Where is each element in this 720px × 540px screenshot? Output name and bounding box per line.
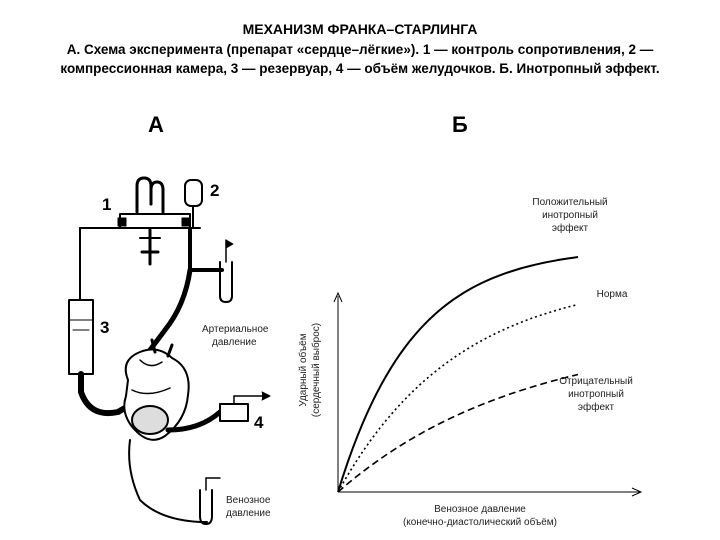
x-axis-label-line1: Венозное давление — [434, 504, 526, 515]
heart — [123, 338, 190, 441]
series-label-positive-line2: инотропный — [542, 210, 598, 221]
x-axis-label-line2: (конечно-диастолический объём) — [403, 516, 557, 528]
label-1: 1 — [102, 195, 111, 214]
arterial-pressure-label-line1: Артериальное — [202, 324, 269, 335]
series-label-group: ПоложительныйинотропныйэффектНормаОтрица… — [532, 197, 632, 413]
series-label-negative-line2: инотропный — [568, 389, 624, 400]
venous-manometer — [128, 439, 221, 525]
curve-negative — [337, 373, 579, 493]
venous-pressure-label-line1: Венозное — [226, 495, 271, 506]
resistance-control — [109, 176, 201, 266]
y-axis-label-line1: Ударный объём — [297, 333, 309, 406]
y-axis-arrow — [333, 291, 343, 303]
series-label-normal-line1: Норма — [597, 289, 628, 300]
series-label-positive-line1: Положительный — [532, 197, 607, 208]
page-title: МЕХАНИЗМ ФРАНКА–СТАРЛИНГА — [242, 21, 478, 37]
compression-chamber — [184, 179, 203, 229]
label-3: 3 — [100, 318, 109, 337]
label-4: 4 — [254, 413, 264, 432]
curve-positive — [337, 256, 579, 493]
arterial-pressure-label-line2: давление — [212, 337, 257, 348]
series-label-positive-line3: эффект — [552, 222, 589, 234]
inotropic-chart: ПоложительныйинотропныйэффектНормаОтрица… — [297, 197, 643, 528]
experiment-diagram: 1 2 3 4 Артериальное давление Венозное д… — [68, 176, 271, 525]
header: МЕХАНИЗМ ФРАНКА–СТАРЛИНГА А. Схема экспе… — [0, 20, 720, 78]
series-label-negative-line1: Отрицательный — [559, 376, 633, 387]
x-axis-arrow — [631, 487, 643, 497]
arterial-manometer — [147, 228, 234, 353]
label-2: 2 — [210, 181, 219, 200]
panel-a-label: А — [148, 112, 164, 137]
curve-group — [337, 256, 579, 493]
ventricle-volume-recorder — [165, 391, 271, 433]
reservoir — [68, 227, 133, 416]
figure-caption: А. Схема эксперимента (препарат «сердце–… — [60, 42, 660, 76]
panel-b-label: Б — [452, 112, 468, 137]
series-label-negative-line3: эффект — [578, 401, 615, 413]
venous-pressure-label-line2: давление — [226, 508, 271, 519]
y-axis-label-line2: (сердечный выброс) — [310, 323, 322, 417]
